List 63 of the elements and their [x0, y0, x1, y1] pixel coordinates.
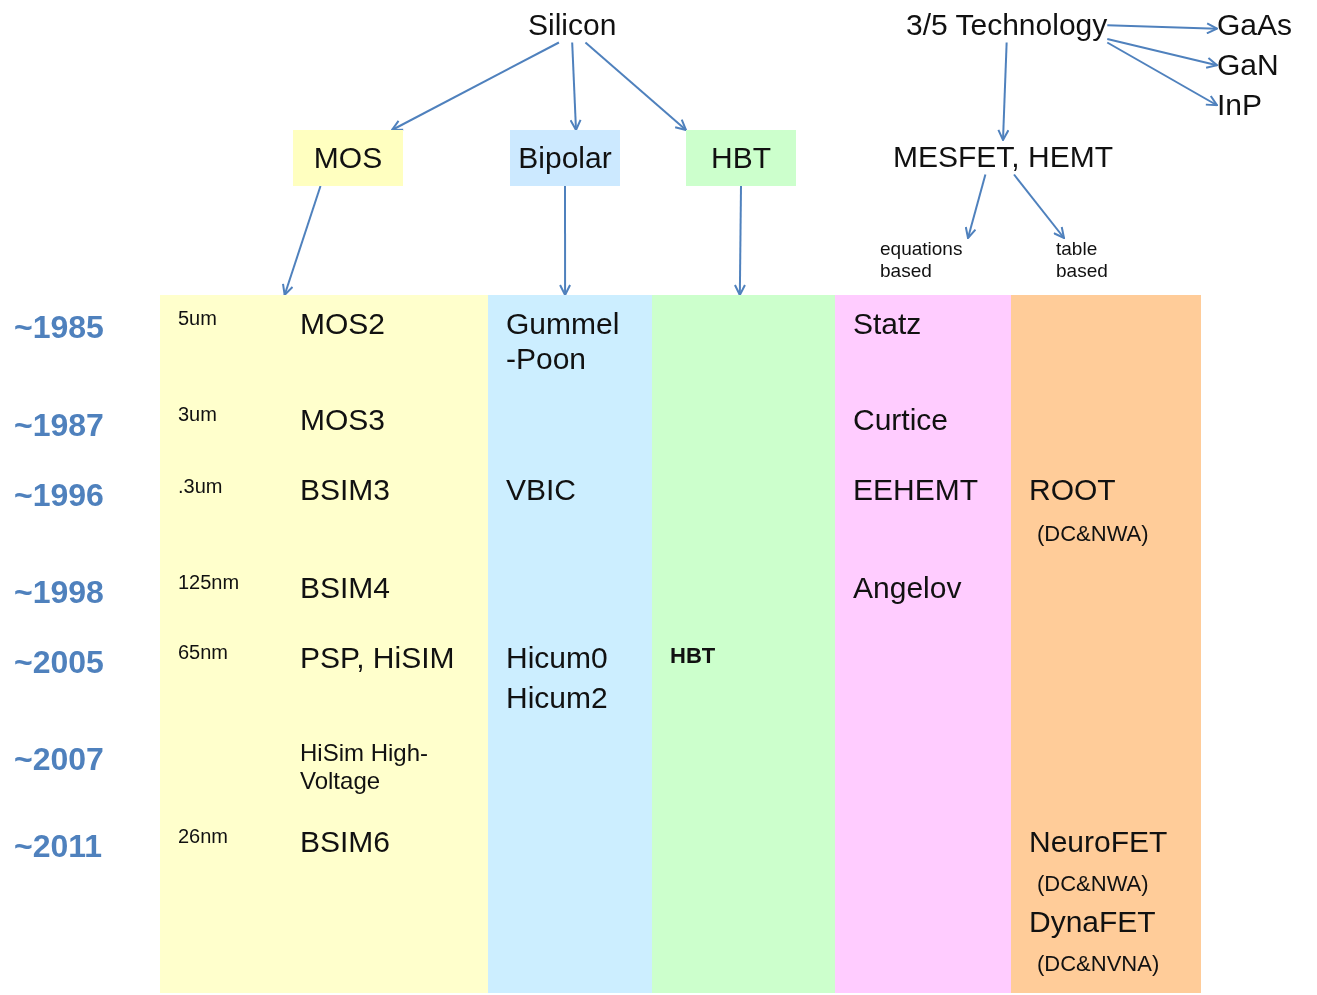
process-size: 125nm: [178, 571, 240, 594]
arrow: [584, 41, 687, 131]
model-name: EEHEMT: [853, 473, 978, 508]
model-name: DynaFET: [1029, 905, 1156, 940]
model-name: Hicum0: [506, 641, 608, 676]
model-name: NeuroFET: [1029, 825, 1168, 860]
model-name: MOS3: [300, 403, 386, 438]
column-band: [160, 295, 488, 993]
arrow: [559, 185, 572, 296]
category-label: 3/5 Technology: [906, 8, 1108, 43]
arrow: [1106, 22, 1218, 35]
arrow: [391, 41, 560, 131]
arrow: [964, 173, 987, 239]
category-box: MOS: [293, 130, 403, 186]
material-label: InP: [1217, 88, 1263, 123]
model-name: Curtice: [853, 403, 949, 438]
arrow: [569, 41, 582, 131]
year-label: ~1998: [14, 576, 104, 608]
process-size: 3um: [178, 403, 217, 426]
column-band: [1011, 295, 1201, 993]
model-name: BSIM6: [300, 825, 391, 860]
year-label: ~2007: [14, 743, 104, 775]
year-label: ~2005: [14, 646, 104, 678]
process-size: 65nm: [178, 641, 229, 664]
model-name: HBT: [670, 643, 716, 669]
sub-category-label: table based: [1056, 238, 1136, 282]
model-name: Statz: [853, 307, 922, 342]
material-label: GaAs: [1217, 8, 1293, 43]
measurement-note: (DC&NWA): [1037, 871, 1149, 897]
model-name: Hicum2: [506, 681, 608, 716]
arrow: [997, 41, 1010, 141]
year-label: ~1996: [14, 479, 104, 511]
arrow: [282, 185, 322, 296]
model-name: BSIM4: [300, 571, 391, 606]
column-band: [488, 295, 652, 993]
column-band: [835, 295, 1011, 993]
model-name: MOS2: [300, 307, 386, 342]
arrow: [1106, 41, 1218, 107]
material-label: GaN: [1217, 48, 1279, 83]
model-name: ROOT: [1029, 473, 1116, 508]
arrow: [1106, 38, 1218, 69]
year-label: ~1985: [14, 311, 104, 343]
arrow: [733, 185, 746, 296]
category-box: Bipolar: [510, 130, 620, 186]
model-name: PSP, HiSIM: [300, 641, 455, 676]
category-label: MESFET, HEMT: [893, 140, 1113, 175]
category-box: HBT: [686, 130, 796, 186]
process-size: .3um: [178, 475, 223, 498]
process-size: 26nm: [178, 825, 229, 848]
process-size: 5um: [178, 307, 217, 330]
year-label: ~1987: [14, 409, 104, 441]
model-name: HiSim High-Voltage: [300, 739, 429, 795]
column-band: [652, 295, 835, 993]
model-name: VBIC: [506, 473, 577, 508]
measurement-note: (DC&NVNA): [1037, 951, 1160, 977]
model-name: BSIM3: [300, 473, 391, 508]
sub-category-label: equations based: [880, 238, 990, 282]
model-name: Angelov: [853, 571, 962, 606]
model-name: Gummel -Poon: [506, 307, 621, 376]
category-label: Silicon: [528, 8, 617, 43]
arrow: [1013, 173, 1065, 239]
year-label: ~2011: [14, 830, 103, 862]
measurement-note: (DC&NWA): [1037, 521, 1149, 547]
